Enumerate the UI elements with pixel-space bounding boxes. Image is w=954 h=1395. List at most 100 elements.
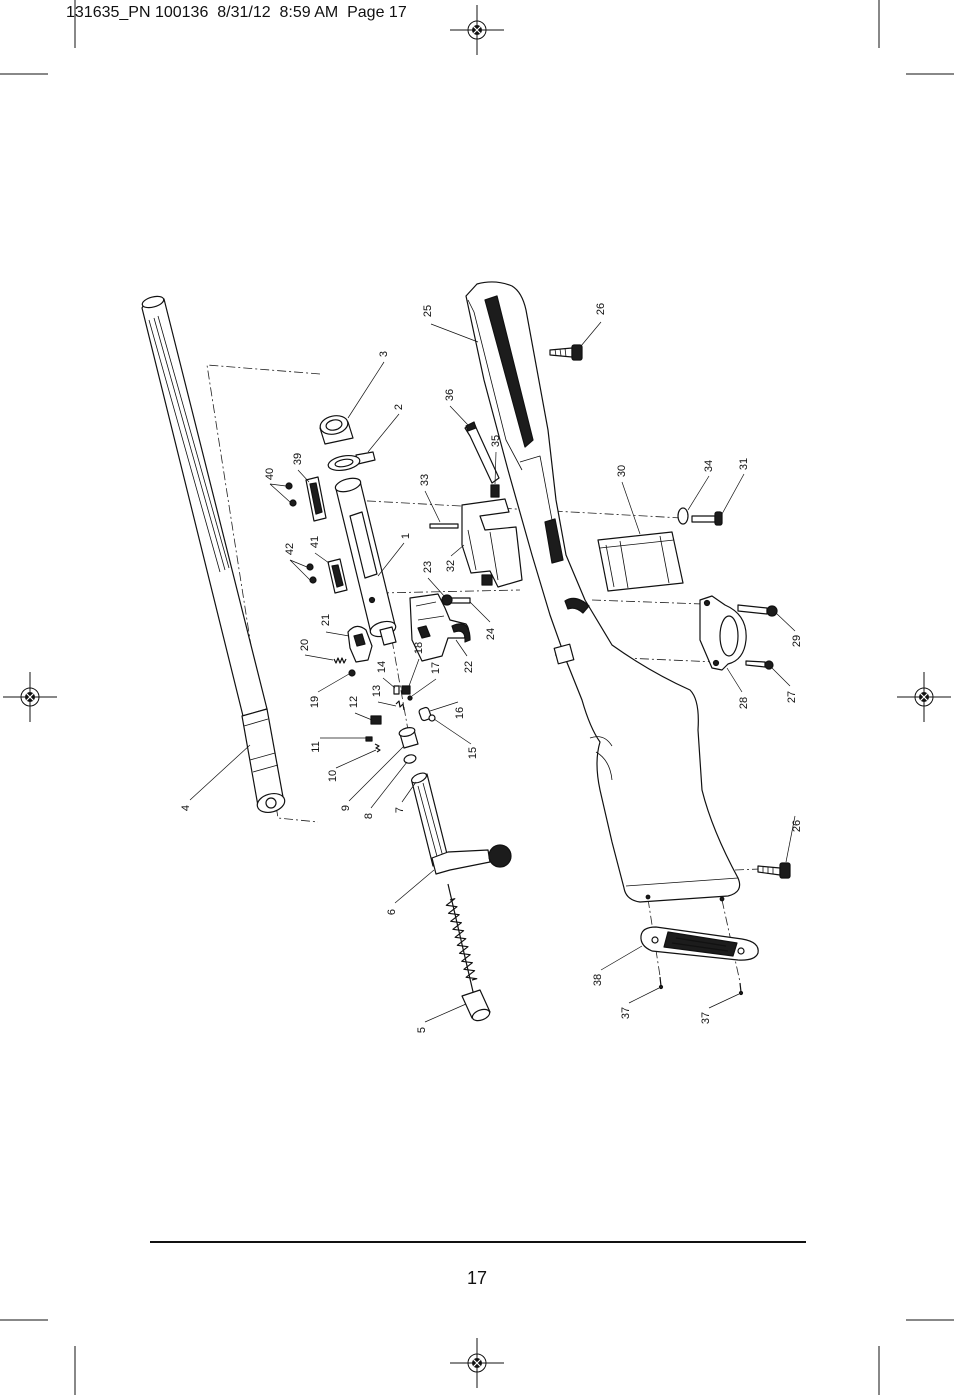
sear-part-21 [347, 625, 373, 663]
part-label-28: 28 [738, 697, 750, 709]
part-label-25: 25 [422, 305, 434, 317]
assembly-lines [206, 364, 761, 983]
part-label-14: 14 [376, 661, 388, 673]
lever-part-36 [464, 421, 500, 484]
part-label-3: 3 [378, 351, 390, 357]
leader-line [347, 361, 385, 419]
stock-part-25 [465, 281, 741, 903]
leader-line [785, 815, 796, 863]
base-screws-part-42 [306, 563, 317, 584]
bolt-handle-part-6 [431, 844, 512, 875]
part-15 [428, 714, 436, 722]
registration-mark-right [897, 672, 951, 722]
leader-lines [189, 321, 796, 1023]
part-label-42: 42 [284, 543, 296, 555]
firing-pin-part-5 [445, 883, 491, 1022]
leader-line [189, 744, 251, 801]
part-label-20: 20 [299, 639, 311, 651]
collar-part-2 [327, 451, 376, 472]
leader-line [335, 749, 377, 769]
ball-part-19 [348, 669, 356, 677]
guard-screw-part-27 [745, 660, 774, 670]
receiver-part-1 [334, 477, 397, 646]
sleeve-part-9 [398, 727, 419, 749]
leader-line [469, 601, 491, 623]
part-14 [393, 685, 400, 695]
magazine-part-30 [597, 531, 684, 592]
spring-part-13 [395, 700, 405, 711]
base-screws-part-40 [285, 482, 297, 507]
leader-line [621, 481, 641, 535]
leader-line [494, 451, 497, 485]
trigger-part-22 [417, 623, 471, 643]
leader-line [348, 745, 405, 802]
leader-line [628, 987, 660, 1004]
part-12 [370, 715, 382, 725]
assembly-line-barrel [206, 364, 321, 823]
assembly-line-receiver-bracket [379, 589, 521, 594]
part-label-30: 30 [616, 465, 628, 477]
leader-line [450, 544, 465, 557]
assembly-line-receiver-screw [349, 499, 683, 519]
leader-line [411, 678, 437, 697]
part-label-15: 15 [467, 747, 479, 759]
spring-part-20 [333, 657, 347, 664]
leader-line [297, 469, 310, 483]
spring-part-10 [374, 743, 381, 753]
leader-line [269, 483, 291, 503]
buttplate-screw-part-37-left [658, 976, 664, 990]
part-label-31: 31 [738, 458, 750, 470]
washer-part-34 [677, 507, 689, 525]
leader-line [304, 654, 334, 661]
part-label-12: 12 [348, 696, 360, 708]
part-label-13: 13 [371, 685, 383, 697]
part-label-18: 18 [413, 642, 425, 654]
part-label-4: 4 [180, 805, 192, 811]
part-label-11: 11 [310, 741, 322, 752]
part-label-10: 10 [327, 770, 339, 782]
part-label-34: 34 [703, 460, 715, 472]
leader-line [708, 993, 740, 1009]
leader-line [401, 781, 417, 803]
leader-line [775, 612, 796, 632]
leader-line [354, 712, 373, 721]
part-label-2: 2 [393, 404, 405, 410]
ring-part-8 [403, 754, 417, 764]
leader-line [314, 552, 330, 564]
bracket-part-32 [461, 498, 523, 588]
leader-line [370, 761, 408, 809]
part-label-26-lower: 26 [791, 820, 803, 832]
leader-line [424, 1003, 467, 1023]
part-label-29: 29 [791, 635, 803, 647]
screw-part-31 [691, 511, 723, 526]
leader-line [377, 542, 405, 577]
registration-mark-left [3, 672, 57, 722]
part-label-17: 17 [430, 662, 442, 674]
part-17 [407, 695, 413, 701]
page-number: 17 [466, 1268, 488, 1288]
assembly-line-butt-screw [734, 868, 761, 871]
leader-line [429, 701, 459, 712]
guard-screw-part-29 [737, 604, 778, 617]
part-label-5: 5 [416, 1027, 428, 1033]
part-label-41: 41 [309, 536, 321, 548]
registration-mark-bottom [450, 1338, 504, 1388]
screw-part-23 [441, 594, 471, 606]
part-label-8: 8 [363, 813, 375, 819]
part-labels: 25 26 3 2 36 39 40 35 33 30 34 31 1 42 4… [180, 303, 803, 1033]
assembly-line-guard-bottom [554, 654, 717, 663]
part-label-7: 7 [394, 807, 406, 813]
leader-line [455, 639, 468, 657]
part-label-26-upper: 26 [595, 303, 607, 315]
part-label-19: 19 [309, 696, 321, 708]
part-label-1: 1 [400, 533, 412, 539]
part-label-38: 38 [592, 974, 604, 986]
part-label-37-right: 37 [700, 1012, 712, 1024]
part-label-22: 22 [463, 661, 475, 673]
part-label-6: 6 [386, 909, 398, 915]
buttplate-part-38 [640, 926, 759, 961]
trigger-guard-part-28 [699, 595, 747, 671]
part-label-39: 39 [292, 453, 304, 465]
